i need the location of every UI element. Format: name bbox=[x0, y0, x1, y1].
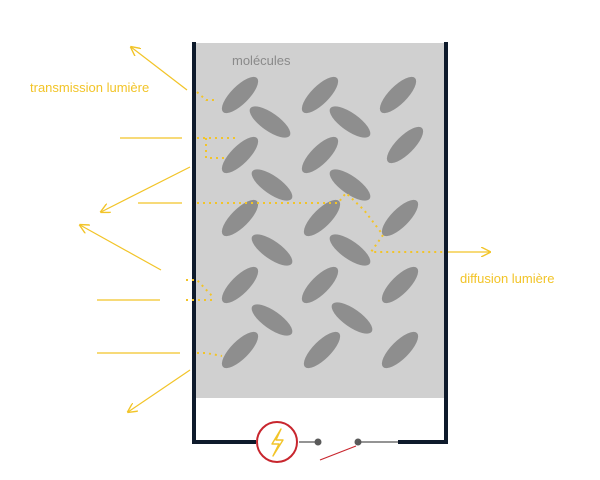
molecule bbox=[221, 76, 259, 114]
molecule bbox=[251, 169, 293, 201]
scattered-light-arrows bbox=[80, 47, 490, 412]
molecule bbox=[301, 136, 339, 174]
molecule bbox=[379, 76, 417, 114]
transmission-label: transmission lumière bbox=[30, 80, 150, 95]
molecule bbox=[301, 76, 339, 114]
incoming-light-rays bbox=[97, 137, 182, 354]
molecule-group bbox=[221, 76, 424, 369]
molecule bbox=[221, 199, 259, 237]
molecule bbox=[331, 302, 373, 334]
cell-frame bbox=[192, 42, 448, 444]
molecule bbox=[329, 234, 371, 266]
diffusion-label: diffusion lumière bbox=[460, 271, 555, 286]
molecule bbox=[381, 266, 419, 304]
open-switch-lever bbox=[319, 445, 357, 461]
switch-node-left bbox=[314, 438, 322, 446]
molecule bbox=[221, 266, 259, 304]
molecule bbox=[221, 136, 259, 174]
circuit bbox=[256, 421, 398, 463]
light-paths bbox=[186, 91, 446, 357]
molecule bbox=[249, 106, 291, 138]
molecule bbox=[251, 304, 293, 336]
molecule bbox=[329, 106, 371, 138]
molecules-label: molécules bbox=[232, 53, 291, 68]
molecule bbox=[386, 126, 424, 164]
molecule bbox=[381, 199, 419, 237]
molecule bbox=[329, 169, 371, 201]
molecule bbox=[221, 331, 259, 369]
molecule bbox=[381, 331, 419, 369]
power-source-icon bbox=[256, 421, 298, 463]
molecule bbox=[303, 199, 341, 237]
molecule bbox=[303, 331, 341, 369]
molecule bbox=[251, 234, 293, 266]
lightning-bolt-icon bbox=[271, 428, 284, 457]
molecule bbox=[301, 266, 339, 304]
